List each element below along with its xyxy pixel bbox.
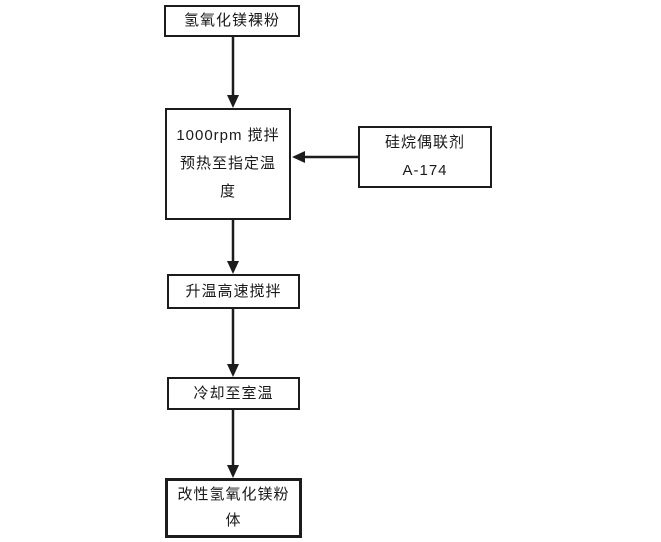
node-preheat-stir-label-line1: 1000rpm 搅拌 [176, 127, 280, 144]
node-heat-high-speed-stir: 升温高速搅拌 [167, 274, 300, 309]
node-preheat-stir-label-line3: 度 [219, 183, 236, 200]
node-raw-powder: 氢氧化镁裸粉 [164, 5, 300, 37]
arrow-cool-to-modified [227, 410, 239, 478]
node-cool-to-room-temp: 冷却至室温 [167, 377, 300, 410]
node-modified-powder: 改性氢氧化镁粉 体 [165, 478, 302, 538]
node-coupling-agent-label-line2: A-174 [402, 162, 448, 179]
arrow-preheat-to-heat [227, 220, 239, 274]
node-coupling-agent: 硅烷偶联剂 A-174 [358, 126, 492, 188]
arrow-heat-to-cool [227, 309, 239, 377]
node-heat-high-speed-stir-label: 升温高速搅拌 [185, 282, 282, 300]
node-preheat-stir-label-line2: 预热至指定温 [179, 155, 276, 172]
arrow-coupling-to-preheat [292, 151, 358, 163]
node-raw-powder-label: 氢氧化镁裸粉 [183, 12, 280, 29]
node-preheat-stir: 1000rpm 搅拌 预热至指定温 度 [165, 108, 291, 220]
node-modified-powder-label-line1: 改性氢氧化镁粉 [177, 486, 290, 503]
node-cool-to-room-temp-label: 冷却至室温 [193, 384, 274, 402]
arrow-raw-to-preheat [227, 37, 239, 108]
node-modified-powder-label-line2: 体 [225, 512, 242, 529]
node-coupling-agent-label-line1: 硅烷偶联剂 [384, 134, 465, 151]
